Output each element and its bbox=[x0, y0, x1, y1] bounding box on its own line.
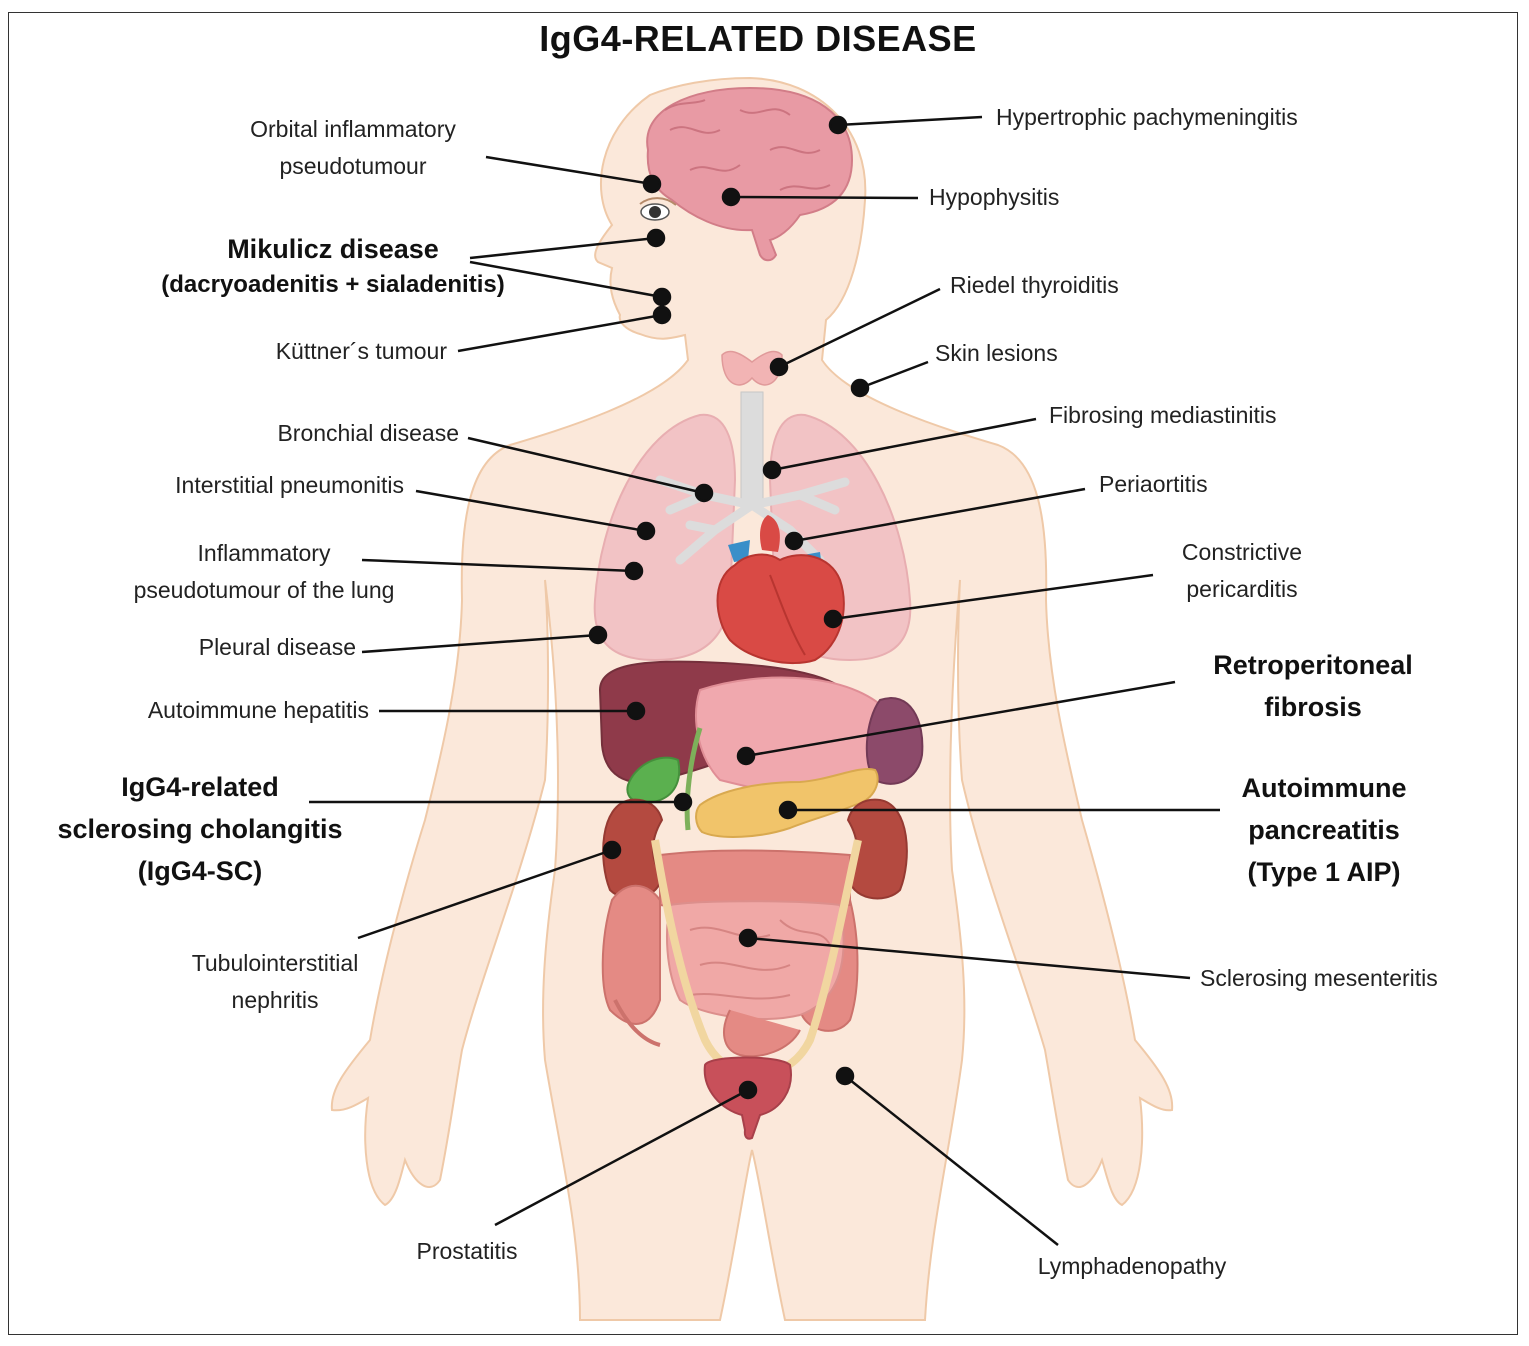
gallbladder bbox=[626, 727, 703, 831]
intestines bbox=[601, 849, 859, 1058]
heart bbox=[716, 515, 845, 664]
pointer-line-retro bbox=[745, 680, 1176, 758]
pointer-dot-kuttner bbox=[652, 305, 672, 325]
label-mesenteritis: Sclerosing mesenteritis bbox=[1200, 965, 1438, 991]
pointer-line-pericarditis bbox=[832, 573, 1154, 621]
pointer-dot-aip bbox=[778, 800, 798, 820]
pointer-dot-retro bbox=[736, 746, 756, 766]
pointer-line-orbital bbox=[485, 155, 653, 186]
pointer-lines bbox=[309, 115, 1220, 1246]
pointer-dot-bronchial bbox=[694, 483, 714, 503]
label-pericarditis-line-1: Constrictive bbox=[1181, 539, 1303, 565]
label-bronchial: Bronchial disease bbox=[277, 420, 459, 446]
label-pericarditis-line-2: pericarditis bbox=[1186, 576, 1298, 602]
label-retro-line-2: fibrosis bbox=[1264, 692, 1362, 722]
pointer-dot-hypophysitis bbox=[721, 187, 741, 207]
pointer-line-riedel bbox=[778, 287, 941, 369]
pointer-dot-periaortitis bbox=[784, 531, 804, 551]
pointer-line-bronchial bbox=[467, 436, 705, 495]
label-aip: Autoimmune pancreatitis (Type 1 AIP) bbox=[1242, 767, 1407, 893]
spleen bbox=[865, 697, 924, 785]
label-prostatitis: Prostatitis bbox=[416, 1238, 518, 1264]
label-aip-line-3: (Type 1 AIP) bbox=[1247, 857, 1401, 887]
label-orbital: Orbital inflammatory pseudotumour bbox=[250, 111, 456, 185]
pointer-dot-skin bbox=[850, 378, 870, 398]
label-sc-line-1: IgG4-related bbox=[121, 772, 279, 802]
label-sc: IgG4-related sclerosing cholangitis (IgG… bbox=[57, 766, 342, 892]
brain bbox=[646, 86, 854, 262]
eye bbox=[639, 197, 677, 221]
label-hypophysitis: Hypophysitis bbox=[929, 184, 1060, 210]
pointer-line-mikulicz-2 bbox=[469, 260, 663, 299]
pointer-line-mediastinitis bbox=[771, 417, 1037, 472]
pointer-dot-interstitial bbox=[636, 521, 656, 541]
pointer-line-pleural bbox=[361, 633, 599, 654]
label-tubulo: Tubulointerstitial nephritis bbox=[192, 945, 359, 1019]
pointer-dot-tubulo bbox=[602, 840, 622, 860]
pointer-line-mesenteritis bbox=[747, 936, 1191, 980]
label-orbital-line-1: Orbital inflammatory bbox=[250, 116, 456, 142]
pointer-dot-prostatitis bbox=[738, 1080, 758, 1100]
label-sc-line-3: (IgG4-SC) bbox=[137, 856, 263, 886]
label-orbital-line-2: pseudotumour bbox=[279, 153, 427, 179]
trachea bbox=[740, 391, 764, 508]
label-pleural: Pleural disease bbox=[198, 634, 356, 660]
kidneys bbox=[602, 798, 908, 900]
label-mikulicz-title: Mikulicz disease bbox=[227, 234, 439, 264]
label-sc-line-2: sclerosing cholangitis bbox=[57, 814, 343, 844]
pointer-line-tubulo bbox=[357, 848, 613, 940]
label-mediastinitis: Fibrosing mediastinitis bbox=[1049, 402, 1277, 428]
pointer-dot-inflam-lung bbox=[624, 561, 644, 581]
pointer-dot-sc bbox=[673, 792, 693, 812]
thyroid bbox=[721, 350, 783, 386]
label-inflam-lung: Inflammatory pseudotumour of the lung bbox=[134, 535, 395, 609]
pointer-line-kuttner bbox=[457, 313, 663, 353]
pointer-line-prostatitis bbox=[494, 1088, 749, 1227]
pointer-line-pachy bbox=[837, 115, 983, 127]
label-aip-line-2: pancreatitis bbox=[1248, 815, 1400, 845]
pointer-line-mikulicz-1 bbox=[469, 236, 657, 260]
pointer-dot-mikulicz-2 bbox=[652, 287, 672, 307]
pointer-line-skin bbox=[859, 360, 929, 390]
label-inflam-lung-line-2: pseudotumour of the lung bbox=[133, 577, 395, 603]
pointer-line-hypophysitis bbox=[730, 195, 919, 200]
pointer-dot-autoimmune-hep bbox=[626, 701, 646, 721]
pointer-dot-mesenteritis bbox=[738, 928, 758, 948]
pointer-line-inflam-lung bbox=[361, 558, 635, 573]
pointer-dot-pachy bbox=[828, 115, 848, 135]
label-retro-line-1: Retroperitoneal bbox=[1213, 650, 1413, 680]
pointer-line-periaortitis bbox=[793, 487, 1086, 543]
label-lymph: Lymphadenopathy bbox=[1037, 1253, 1227, 1279]
pointer-dot-lymph bbox=[835, 1066, 855, 1086]
pointer-dot-pleural bbox=[588, 625, 608, 645]
label-periaortitis: Periaortitis bbox=[1099, 471, 1208, 497]
label-aip-line-1: Autoimmune bbox=[1241, 773, 1407, 803]
pointer-dot-mikulicz-1 bbox=[646, 228, 666, 248]
label-inflam-lung-line-1: Inflammatory bbox=[197, 540, 331, 566]
label-interstitial: Interstitial pneumonitis bbox=[175, 472, 404, 498]
label-retro: Retroperitoneal fibrosis bbox=[1213, 644, 1413, 728]
label-tubulo-line-1: Tubulointerstitial bbox=[191, 950, 359, 976]
label-skin: Skin lesions bbox=[935, 340, 1058, 366]
label-pericarditis: Constrictive pericarditis bbox=[1182, 534, 1302, 608]
pointer-dot-riedel bbox=[769, 357, 789, 377]
label-autoimmune-hep: Autoimmune hepatitis bbox=[147, 697, 369, 723]
pointer-line-interstitial bbox=[415, 489, 647, 533]
pointer-line-lymph bbox=[844, 1075, 1059, 1246]
label-tubulo-line-2: nephritis bbox=[231, 987, 319, 1013]
pointer-dot-pericarditis bbox=[823, 609, 843, 629]
pointer-dot-orbital bbox=[642, 174, 662, 194]
label-pachy: Hypertrophic pachymeningitis bbox=[996, 104, 1298, 130]
label-riedel: Riedel thyroiditis bbox=[950, 272, 1119, 298]
label-mikulicz-sub: (dacryoadenitis + sialadenitis) bbox=[161, 271, 505, 298]
pointer-dot-mediastinitis bbox=[762, 460, 782, 480]
figure-title: IgG4-RELATED DISEASE bbox=[539, 18, 977, 59]
label-kuttner: Küttner´s tumour bbox=[275, 338, 447, 364]
